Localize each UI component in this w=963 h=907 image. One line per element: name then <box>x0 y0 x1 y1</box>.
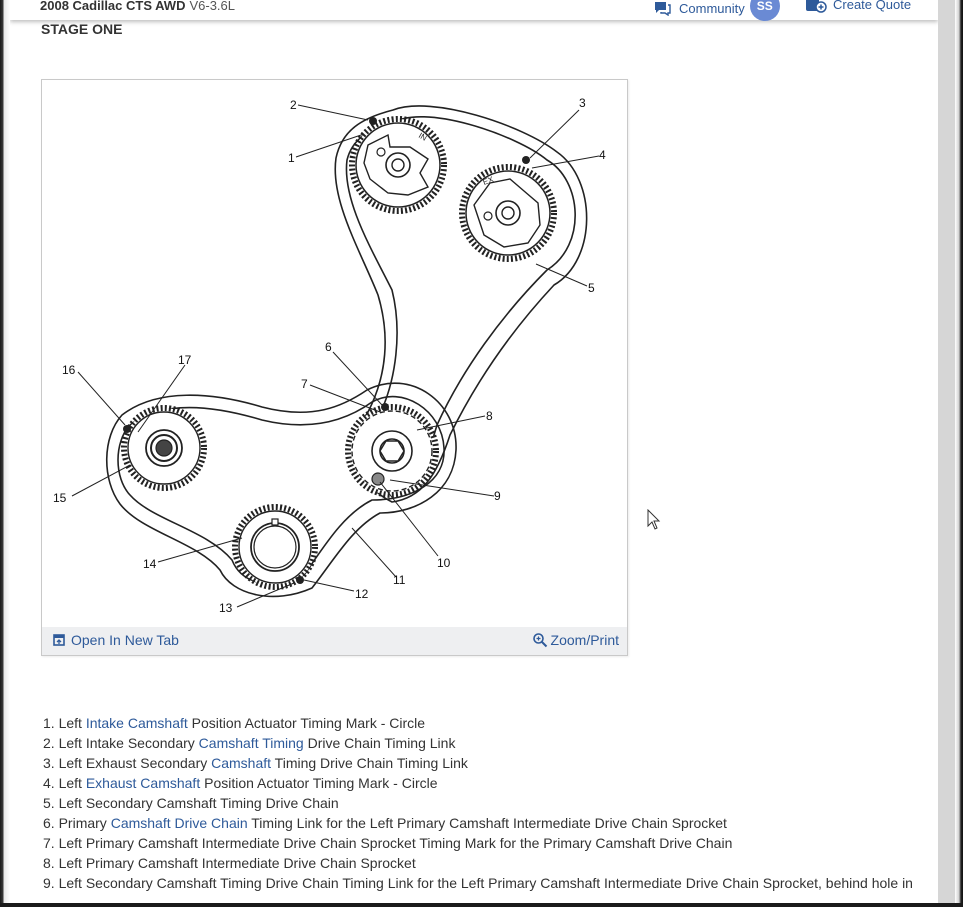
callout-13: 13 <box>219 601 233 615</box>
external-window-icon <box>53 634 65 646</box>
legend-number: 5. <box>43 795 55 811</box>
legend-term-link[interactable]: Camshaft <box>211 755 272 771</box>
open-in-new-tab-label: Open In New Tab <box>71 632 179 648</box>
exhaust-mark-text: EX <box>482 175 496 187</box>
callout-1: 1 <box>288 151 295 165</box>
legend-number: 7. <box>43 835 55 851</box>
legend-term-link[interactable]: Intake Camshaft <box>85 715 188 731</box>
legend-term-link[interactable]: Exhaust Camshaft <box>85 775 201 791</box>
timing-chain-diagram: IN EX <box>53 96 606 615</box>
community-label: Community <box>679 0 745 16</box>
legend-number: 3. <box>43 755 55 771</box>
legend-text: Left <box>58 775 86 791</box>
mouse-cursor-icon <box>647 509 661 530</box>
timing-chain-figure: IN EX <box>41 79 628 656</box>
vehicle-engine: V6-3.6L <box>189 0 236 13</box>
zoom-print-label: Zoom/Print <box>550 632 619 648</box>
crank-sprocket <box>232 504 318 590</box>
callout-2: 2 <box>290 98 297 112</box>
legend-number: 9. <box>43 875 55 891</box>
window-bottom-border <box>0 903 963 907</box>
intermediate-sprocket <box>345 404 439 498</box>
callout-8: 8 <box>486 409 493 423</box>
legend-item: 2. Left Intake Secondary Camshaft Timing… <box>43 733 913 753</box>
callout-4: 4 <box>599 148 606 162</box>
legend-number: 1. <box>43 715 55 731</box>
component-legend: 1. Left Intake Camshaft Position Actuato… <box>43 713 913 893</box>
legend-text: Left <box>58 715 86 731</box>
chat-icon <box>655 2 671 16</box>
zoom-print-link[interactable]: Zoom/Print <box>532 632 619 648</box>
legend-item: 1. Left Intake Camshaft Position Actuato… <box>43 713 913 733</box>
callout-5: 5 <box>588 281 595 295</box>
figure-toolbar: Open In New Tab Zoom/Print <box>42 627 627 655</box>
callout-17: 17 <box>178 353 192 367</box>
legend-text: Left Exhaust Secondary <box>58 755 212 771</box>
legend-text: Left Primary Camshaft Intermediate Drive… <box>58 835 733 851</box>
callout-16: 16 <box>62 363 76 377</box>
legend-text: Timing Link for the Left Primary Camshaf… <box>247 815 727 831</box>
avatar[interactable]: SS <box>749 0 780 21</box>
callout-12: 12 <box>355 587 369 601</box>
legend-text: Drive Chain Timing Link <box>303 735 456 751</box>
create-quote-label: Create Quote <box>833 0 912 12</box>
community-button[interactable]: Community SS <box>653 0 780 21</box>
exhaust-cam-sprocket: EX <box>462 167 554 259</box>
legend-number: 8. <box>43 855 55 871</box>
legend-text: Primary <box>58 815 111 831</box>
legend-text: Left Primary Camshaft Intermediate Drive… <box>58 855 416 871</box>
legend-item: 4. Left Exhaust Camshaft Position Actuat… <box>43 773 913 793</box>
vehicle-name: 2008 Cadillac CTS AWD <box>40 0 186 13</box>
stage-heading: STAGE ONE <box>41 21 123 37</box>
legend-item: 5. Left Secondary Camshaft Timing Drive … <box>43 793 913 813</box>
legend-text: Left Secondary Camshaft Timing Drive Cha… <box>58 875 913 891</box>
intake-cam-sprocket: IN <box>352 119 444 211</box>
legend-item: 9. Left Secondary Camshaft Timing Drive … <box>43 873 913 893</box>
legend-item: 7. Left Primary Camshaft Intermediate Dr… <box>43 833 913 853</box>
legend-text: Position Actuator Timing Mark - Circle <box>187 715 426 731</box>
callout-9: 9 <box>494 489 501 503</box>
legend-item: 3. Left Exhaust Secondary Camshaft Timin… <box>43 753 913 773</box>
legend-text: Left Secondary Camshaft Timing Drive Cha… <box>58 795 339 811</box>
callout-3: 3 <box>579 96 586 110</box>
legend-item: 6. Primary Camshaft Drive Chain Timing L… <box>43 813 913 833</box>
callout-14: 14 <box>143 557 157 571</box>
magnifier-icon <box>532 633 547 648</box>
open-in-new-tab-link[interactable]: Open In New Tab <box>53 632 179 648</box>
callout-11: 11 <box>393 573 406 587</box>
legend-text: Timing Drive Chain Timing Link <box>271 755 468 771</box>
legend-number: 6. <box>43 815 55 831</box>
create-quote-button[interactable]: Create Quote <box>805 0 911 13</box>
window-left-border <box>0 0 10 907</box>
callout-6: 6 <box>325 340 332 354</box>
legend-text: Position Actuator Timing Mark - Circle <box>200 775 438 791</box>
legend-term-link[interactable]: Camshaft Timing <box>198 735 304 751</box>
legend-number: 2. <box>43 735 55 751</box>
legend-term-link[interactable]: Camshaft Drive Chain <box>110 815 248 831</box>
callout-10: 10 <box>437 556 451 570</box>
quote-add-icon <box>806 0 827 13</box>
legend-item: 8. Left Primary Camshaft Intermediate Dr… <box>43 853 913 873</box>
legend-text: Left Intake Secondary <box>58 735 199 751</box>
window-right-border <box>955 0 963 907</box>
legend-number: 4. <box>43 775 55 791</box>
callout-7: 7 <box>301 377 308 391</box>
left-sprocket <box>121 405 207 491</box>
intake-mark-text: IN <box>417 131 429 143</box>
callout-15: 15 <box>53 491 67 505</box>
